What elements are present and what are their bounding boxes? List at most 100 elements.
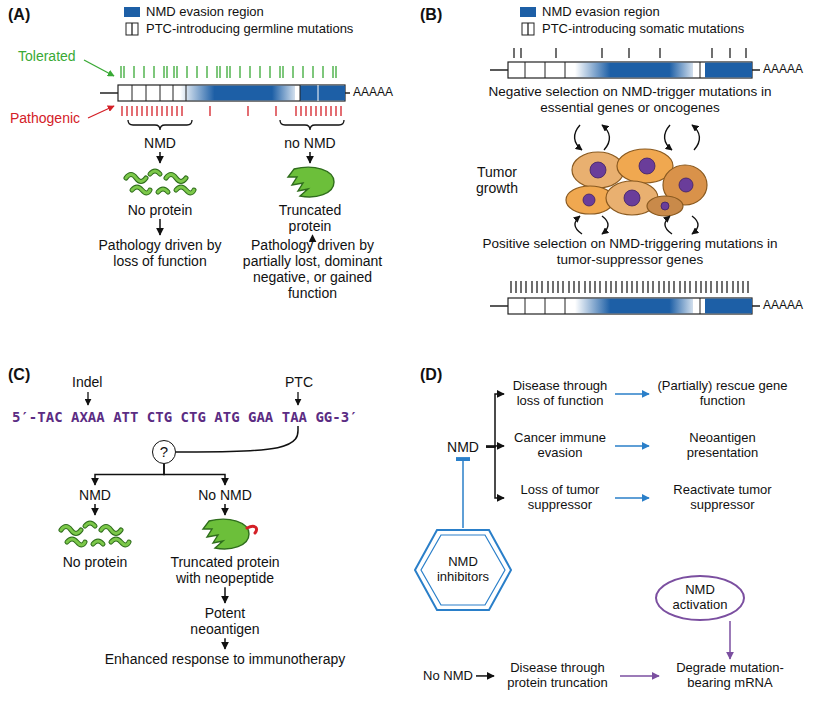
panel-label: Tolerated <box>18 48 76 64</box>
mutation-tick <box>711 48 712 58</box>
mutation-tick <box>636 281 637 293</box>
node-text: Potent neoantigen <box>172 605 278 637</box>
label-text: PTC <box>285 374 313 390</box>
label-text: Pathogenic <box>10 110 80 126</box>
mutation-tick <box>663 281 664 293</box>
mutation-tick <box>684 281 685 293</box>
node-text: Reactivate tumor suppressor <box>652 483 793 513</box>
label-text: Indel <box>72 374 102 390</box>
mutation-tick <box>322 66 323 78</box>
outcome-text: Enhanced response to immunotherapy <box>85 650 365 668</box>
mutation-tick <box>126 106 127 116</box>
mutation-tick <box>589 281 590 293</box>
mutation-tick <box>695 281 696 293</box>
mutation-tick <box>631 281 632 293</box>
mutation-tick <box>668 281 669 293</box>
panel-label: (B) <box>420 6 442 24</box>
legend-text: PTC-introducing somatic mutations <box>542 22 744 37</box>
mutation-tick <box>547 281 548 293</box>
node-text: Pathology driven by loss of function <box>87 237 233 269</box>
mutation-tick <box>562 281 563 293</box>
node-text: Disease through protein truncation <box>497 661 618 691</box>
mutation-tick <box>269 66 270 78</box>
mutation-tick <box>742 281 743 293</box>
mutation-tick <box>578 281 579 293</box>
node-text: Neoantigen presentation <box>652 431 793 461</box>
mutation-tick <box>552 281 553 293</box>
legend-row: PTC-introducing somatic mutations <box>520 22 744 37</box>
truncated-protein <box>270 164 350 200</box>
panel-label: Negative selection on NMD-trigger mutati… <box>475 84 785 115</box>
mutation-tick <box>315 106 316 116</box>
outcome-node: Truncated protein <box>255 164 365 235</box>
mutation-tick <box>599 281 600 293</box>
mutation-tick <box>121 106 122 116</box>
node-text: ? <box>160 443 168 460</box>
leader-line <box>87 392 88 405</box>
mutation-tick <box>226 66 227 78</box>
node-text: (Partially) rescue gene function <box>652 379 793 409</box>
mutation-tick <box>166 66 167 78</box>
degraded-mrna <box>55 516 135 552</box>
mutation-tick <box>737 281 738 293</box>
mutation-tick <box>647 281 648 293</box>
mutation-tick <box>557 281 558 293</box>
node-text: Loss of tumor suppressor <box>507 483 613 513</box>
activation-ellipse: NMD activation <box>655 575 745 621</box>
mutation-tick <box>621 281 622 293</box>
inhibitor-hexagon: NMD inhibitors <box>413 528 513 612</box>
mutation-tick <box>513 48 514 58</box>
degraded-mrna <box>120 164 200 200</box>
mutation-tick <box>171 106 172 116</box>
mutation-tick <box>605 281 606 293</box>
mutation-tick <box>332 66 333 78</box>
mutation-tick <box>659 48 660 58</box>
panel-label: (D) <box>420 366 442 384</box>
mutation-tick <box>136 106 137 116</box>
mutation-tick <box>615 281 616 293</box>
legend-row: PTC-introducing germline mutations <box>124 22 353 37</box>
mutation-tick <box>531 281 532 293</box>
mutation-tick <box>573 281 574 293</box>
sequence-text: 5′-TAC AXAA ATT CTG CTG ATG GAA TAA GG-3… <box>10 408 360 426</box>
therapy-text: Degrade mutation-bearing mRNA <box>660 660 800 692</box>
node-text: Truncated protein <box>257 202 363 234</box>
mutation-tick <box>239 66 240 78</box>
mutation-tick <box>658 281 659 293</box>
mutation-tick <box>259 66 260 78</box>
panel-label: AAAAA <box>353 86 393 100</box>
node-text: Disease through loss of function <box>507 379 613 409</box>
mutation-tick <box>219 66 220 78</box>
node-text: Degrade mutation-bearing mRNA <box>662 661 798 691</box>
mutation-tick <box>196 66 197 78</box>
legend-swatch <box>520 7 536 17</box>
panel-label: Positive selection on NMD-triggering mut… <box>470 236 790 267</box>
mutation-tick <box>146 106 147 116</box>
mutation-tick <box>275 106 276 116</box>
mutation-tick <box>628 48 629 58</box>
mutation-tick <box>679 281 680 293</box>
legend-row: NMD evasion region <box>520 5 660 20</box>
node-text: No protein <box>122 202 198 218</box>
mutation-tick <box>652 281 653 293</box>
node-text: Pathology driven by partially lost, domi… <box>227 237 398 301</box>
mutation-tick <box>282 66 283 78</box>
legend-swatch <box>124 7 140 17</box>
mutation-tick <box>594 281 595 293</box>
mutation-tick <box>206 66 207 78</box>
node-text: Cancer immune evasion <box>507 431 613 461</box>
label-text: AAAAA <box>353 85 393 99</box>
connector <box>615 497 649 499</box>
connector <box>486 447 504 498</box>
connector <box>615 445 649 447</box>
node-text: NMD <box>137 135 183 151</box>
mutation-tick <box>292 66 293 78</box>
mutation-tick <box>310 106 311 116</box>
outcome-node: No protein <box>55 516 135 571</box>
panel-label: PTC <box>285 374 313 390</box>
mutation-tick <box>166 106 167 116</box>
mutation-tick <box>541 281 542 293</box>
mutation-tick <box>335 66 336 78</box>
mutation-tick <box>300 106 301 116</box>
legend-row: NMD evasion region <box>124 5 264 20</box>
